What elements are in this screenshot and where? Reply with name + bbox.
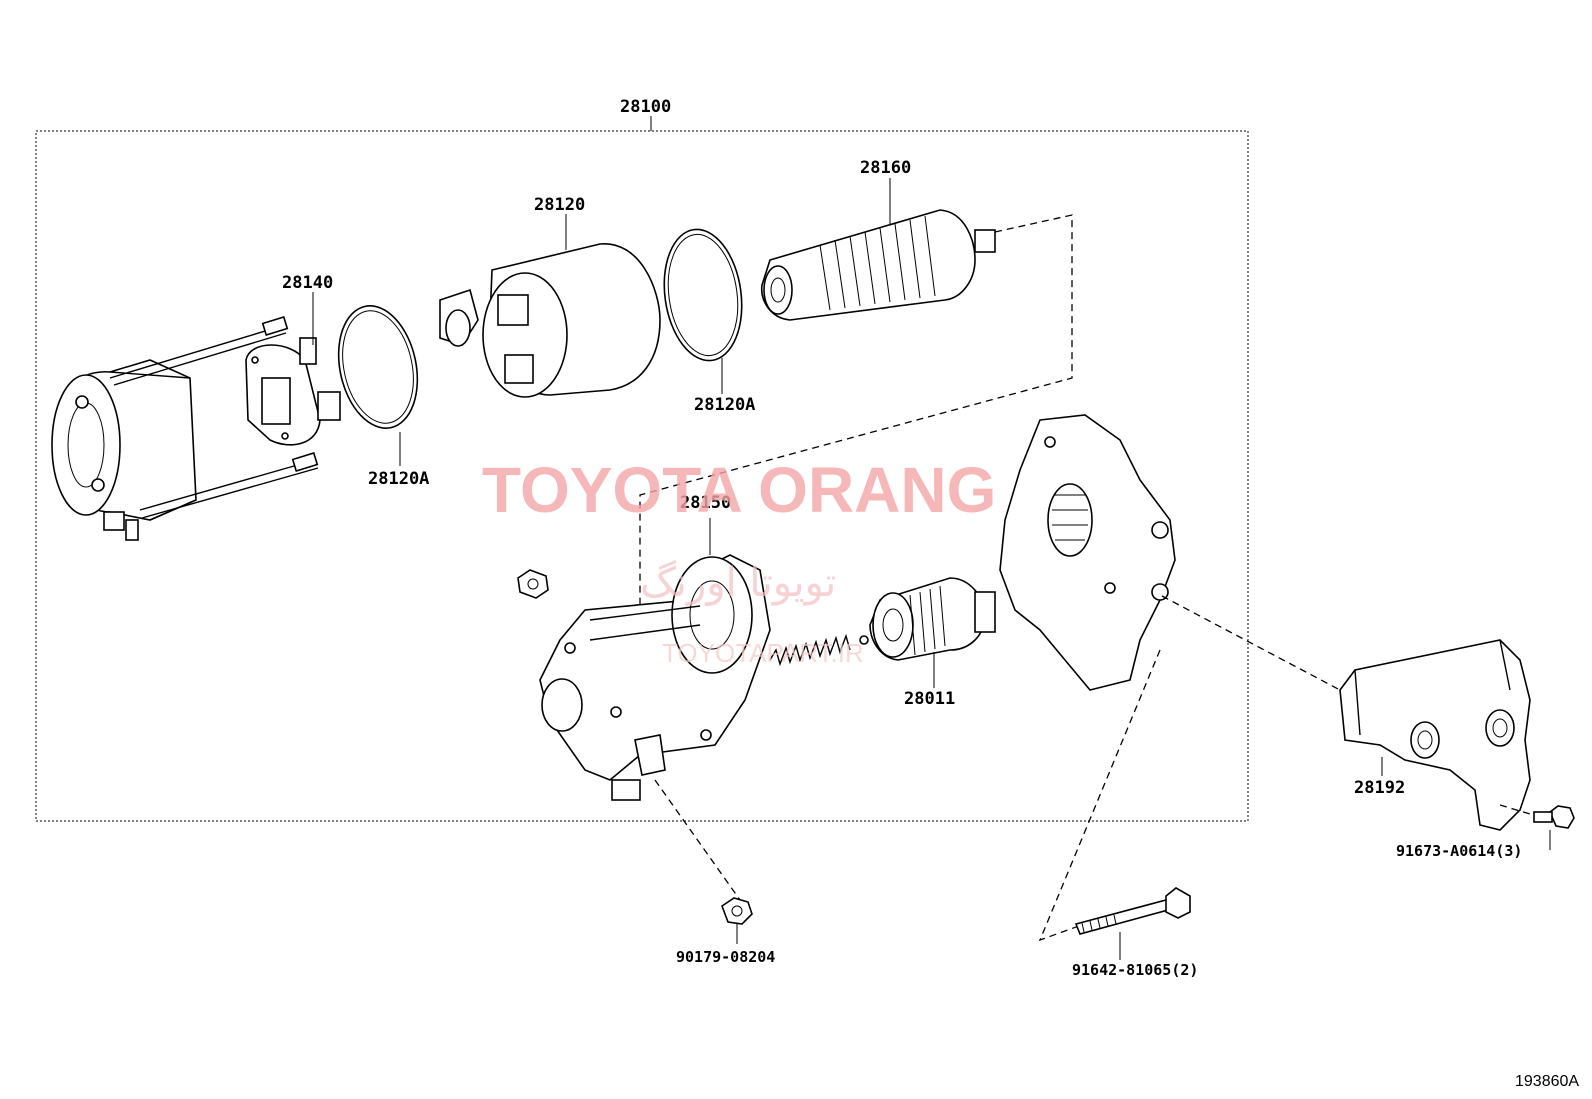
bracket-bolt-leader bbox=[1499, 804, 1551, 821]
terminal-nut[interactable] bbox=[721, 897, 753, 925]
housing-nut[interactable] bbox=[517, 569, 549, 599]
motor-yoke[interactable] bbox=[51, 359, 197, 541]
brush-holder[interactable] bbox=[245, 337, 341, 446]
bracket-leader bbox=[1161, 595, 1341, 691]
reference-code: 193860A bbox=[1515, 1073, 1579, 1090]
terminal-nut-leader bbox=[654, 779, 741, 901]
pinion-clutch[interactable] bbox=[869, 577, 996, 661]
armature[interactable] bbox=[761, 209, 996, 321]
armature-leader bbox=[639, 214, 1073, 650]
return-spring[interactable] bbox=[769, 633, 869, 667]
label-28120: 28120 bbox=[534, 195, 585, 215]
label-28192: 28192 bbox=[1354, 778, 1405, 798]
label-28011: 28011 bbox=[904, 689, 955, 709]
label-leaders bbox=[312, 116, 1551, 960]
solenoid-cover[interactable] bbox=[439, 243, 661, 398]
label-91642-81065: 91642-81065(2) bbox=[1072, 961, 1198, 979]
assembly-frame bbox=[35, 130, 1249, 822]
label-28100: 28100 bbox=[620, 97, 671, 117]
o-ring-right[interactable] bbox=[656, 224, 750, 365]
watermark-persian: تویوتا اورنگ bbox=[640, 560, 836, 606]
long-bolt-leader bbox=[1038, 649, 1161, 942]
drive-end-frame[interactable] bbox=[999, 414, 1176, 691]
through-bolts bbox=[109, 316, 319, 519]
label-28120a-right: 28120A bbox=[694, 395, 755, 415]
bracket-bolt[interactable] bbox=[1533, 805, 1575, 829]
label-28160: 28160 bbox=[860, 158, 911, 178]
label-28150: 28150 bbox=[680, 493, 731, 513]
label-91673-a0614: 91673-A0614(3) bbox=[1396, 842, 1522, 860]
watermark-brand: TOYOTA ORANG bbox=[482, 454, 996, 526]
o-ring-left[interactable] bbox=[328, 298, 428, 435]
o-ring-right-inner bbox=[667, 233, 739, 357]
label-28120a-left: 28120A bbox=[368, 469, 429, 489]
long-bolt[interactable] bbox=[1074, 887, 1191, 935]
starter-housing[interactable] bbox=[539, 554, 771, 801]
watermark-url: TOYOTAPART.IR bbox=[662, 638, 864, 668]
label-28140: 28140 bbox=[282, 273, 333, 293]
o-ring-left-inner bbox=[342, 310, 414, 424]
starter-bracket[interactable] bbox=[1339, 639, 1531, 831]
label-90179-08204: 90179-08204 bbox=[676, 948, 775, 966]
